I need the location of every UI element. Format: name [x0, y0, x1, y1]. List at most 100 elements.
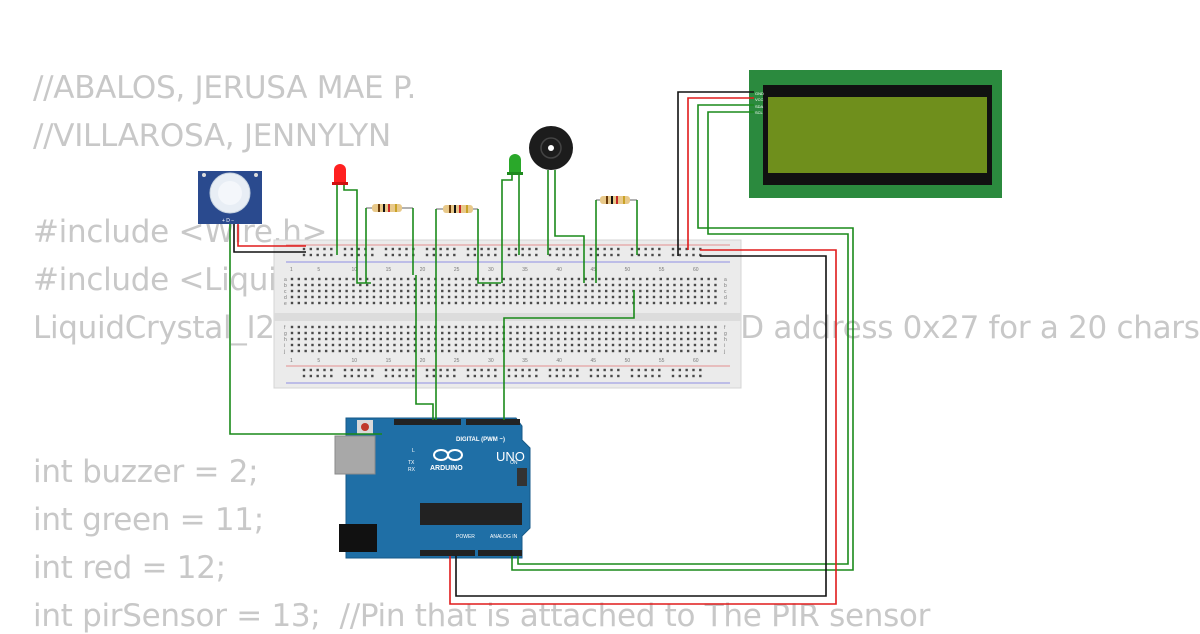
breadboard-column-number: 60 [693, 358, 699, 364]
breadboard-hole [350, 374, 354, 378]
breadboard-hole [345, 331, 348, 335]
breadboard-hole [678, 368, 682, 372]
breadboard-hole [632, 331, 635, 335]
breadboard-hole [350, 247, 354, 251]
green-led-rim [507, 172, 523, 175]
breadboard-hole [454, 295, 458, 299]
breadboard-hole [427, 295, 430, 299]
breadboard-hole [577, 337, 581, 341]
breadboard-column-number: 25 [454, 267, 460, 273]
breadboard-hole [439, 374, 442, 378]
breadboard-hole [441, 343, 444, 347]
breadboard-hole [584, 343, 587, 347]
breadboard-hole [632, 277, 635, 281]
breadboard-hole [632, 349, 635, 353]
breadboard-hole [475, 343, 478, 347]
breadboard-hole [495, 289, 499, 293]
breadboard-hole [357, 368, 360, 372]
breadboard-hole [475, 295, 478, 299]
breadboard-hole [548, 374, 552, 378]
breadboard-hole [427, 349, 430, 353]
breadboard-hole [350, 253, 354, 257]
breadboard-hole [372, 325, 376, 329]
reset-button-cap [361, 423, 369, 431]
breadboard-hole [406, 283, 410, 287]
breadboard-hole [659, 301, 663, 305]
breadboard-hole [420, 349, 423, 353]
breadboard-hole [686, 301, 690, 305]
breadboard-hole [659, 289, 663, 293]
breadboard-hole [618, 337, 622, 341]
breadboard-hole [371, 368, 374, 372]
red-led-lens [334, 164, 346, 184]
breadboard-row-letter: b [724, 283, 727, 289]
breadboard-hole [495, 343, 499, 347]
breadboard-hole [591, 349, 594, 353]
breadboard-hole [610, 247, 613, 251]
breadboard-hole [439, 253, 442, 257]
breadboard-hole [447, 337, 451, 341]
breadboard-hole [685, 368, 688, 372]
breadboard-hole [529, 283, 533, 287]
breadboard-hole [507, 253, 511, 257]
breadboard-hole [516, 283, 519, 287]
breadboard-hole [693, 325, 697, 329]
breadboard-hole [693, 295, 697, 299]
breadboard-hole [686, 295, 690, 299]
arduino-logo-icon [433, 449, 463, 461]
breadboard-hole [680, 277, 683, 281]
breadboard-hole [311, 325, 314, 329]
breadboard-hole [441, 289, 444, 293]
breadboard-hole [311, 283, 314, 287]
breadboard-hole [461, 331, 464, 335]
breadboard-hole [528, 368, 531, 372]
breadboard-hole [659, 277, 663, 281]
breadboard-hole [406, 277, 410, 281]
breadboard-hole [645, 325, 649, 329]
breadboard-hole [427, 301, 430, 305]
breadboard-hole [596, 374, 600, 378]
breadboard-hole [543, 331, 546, 335]
breadboard-hole [302, 368, 306, 372]
breadboard-hole [473, 253, 477, 257]
breadboard-hole [311, 289, 314, 293]
breadboard-hole [447, 325, 451, 329]
breadboard-hole [639, 277, 642, 281]
breadboard-hole [400, 343, 403, 347]
breadboard-hole [577, 325, 581, 329]
breadboard-hole [441, 325, 444, 329]
atmega-chip [420, 503, 522, 525]
red-led [332, 164, 348, 185]
breadboard-hole [331, 349, 335, 353]
breadboard-hole [398, 368, 401, 372]
breadboard-hole [509, 331, 512, 335]
breadboard-hole [439, 247, 442, 251]
breadboard-hole [598, 295, 601, 299]
breadboard-hole [618, 289, 622, 293]
breadboard-hole [562, 247, 565, 251]
breadboard-hole [591, 337, 594, 341]
breadboard-hole [488, 337, 492, 341]
breadboard-hole [441, 283, 444, 287]
breadboard-hole [557, 331, 560, 335]
breadboard-hole [570, 349, 574, 353]
lcd-pin-label: GND [755, 91, 764, 96]
breadboard-hole [632, 343, 635, 347]
tx-label: TX [408, 460, 415, 466]
breadboard-hole [577, 343, 581, 347]
breadboard-column-number: 45 [591, 358, 597, 364]
breadboard-hole [406, 295, 410, 299]
breadboard-hole [338, 283, 342, 287]
breadboard-hole [357, 374, 360, 378]
breadboard-hole [564, 295, 567, 299]
breadboard-hole [529, 349, 533, 353]
breadboard-hole [584, 331, 587, 335]
breadboard-hole [639, 349, 642, 353]
breadboard-hole [666, 331, 669, 335]
breadboard-hole [570, 277, 574, 281]
breadboard-hole [454, 277, 458, 281]
breadboard-hole [447, 289, 451, 293]
breadboard-hole [475, 283, 478, 287]
breadboard-hole [446, 247, 449, 251]
breadboard-hole [516, 337, 519, 341]
